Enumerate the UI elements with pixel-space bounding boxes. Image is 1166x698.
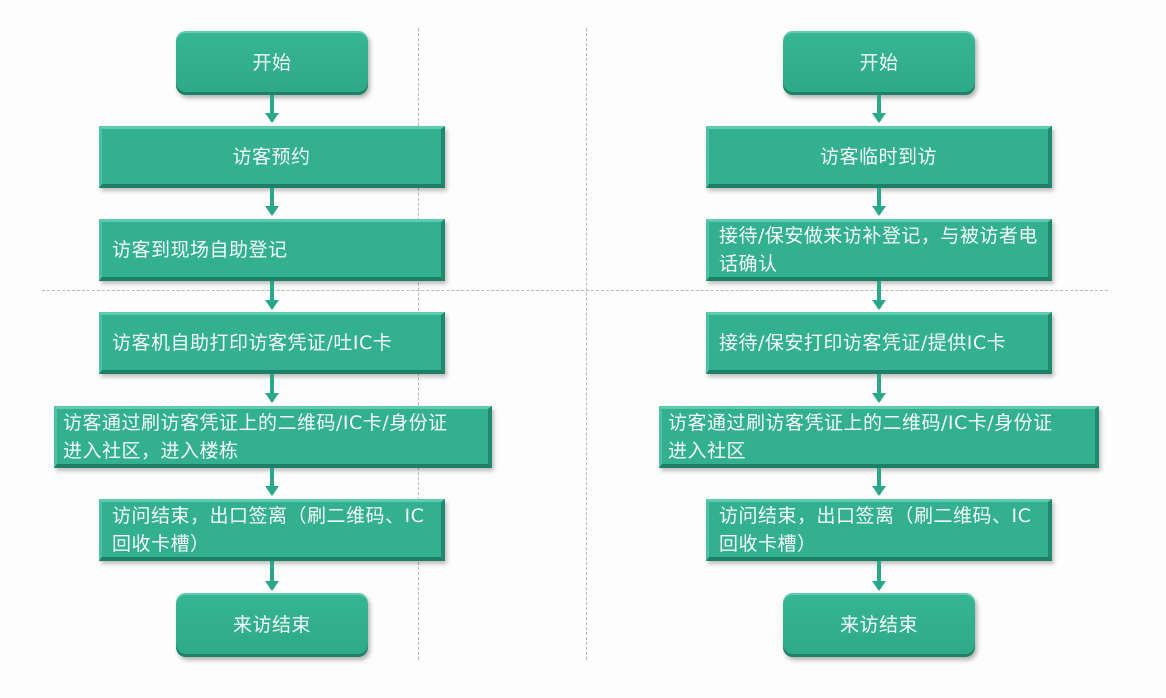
right-step-guard-register: 接待/保安做来访补登记，与被访者电话确认 [706,219,1052,281]
node-label: 访客预约 [232,145,311,168]
node-label: 访客通过刷访客凭证上的二维码/IC卡/身份证进入社区 [668,411,1053,462]
left-step-enter-community: 访客通过刷访客凭证上的二维码/IC卡/身份证进入社区，进入楼栋 [54,406,492,468]
node-label: 来访结束 [232,614,311,636]
left-step-print-voucher: 访客机自助打印访客凭证/吐IC卡 [99,312,445,374]
arrow-icon [265,561,279,591]
arrow-icon [872,188,886,216]
left-end-node: 来访结束 [176,593,368,657]
right-step-enter-community: 访客通过刷访客凭证上的二维码/IC卡/身份证进入社区 [659,406,1099,468]
node-label: 访客机自助打印访客凭证/吐IC卡 [112,331,393,354]
arrow-icon [872,281,886,310]
node-label: 访问结束，出口签离（刷二维码、IC回收卡槽） [719,504,1032,555]
right-step-print-voucher: 接待/保安打印访客凭证/提供IC卡 [706,312,1052,374]
node-label: 访客临时到访 [819,145,937,168]
arrow-icon [265,281,279,310]
arrow-icon [872,95,886,123]
arrow-icon [265,95,279,123]
arrow-icon [872,374,886,403]
arrow-icon [265,374,279,403]
node-label: 访客到现场自助登记 [112,238,288,261]
right-step-walkin: 访客临时到访 [706,126,1052,188]
node-label: 开始 [859,52,899,74]
arrow-icon [872,468,886,496]
left-step-appointment: 访客预约 [99,126,445,188]
right-step-exit-signout: 访问结束，出口签离（刷二维码、IC回收卡槽） [706,499,1052,561]
left-step-self-register: 访客到现场自助登记 [99,219,445,281]
node-label: 接待/保安做来访补登记，与被访者电话确认 [719,224,1038,275]
arrow-icon [872,561,886,591]
left-step-exit-signout: 访问结束，出口签离（刷二维码、IC回收卡槽） [99,499,445,561]
node-label: 访客通过刷访客凭证上的二维码/IC卡/身份证进入社区，进入楼栋 [63,411,448,462]
guide-line-vertical-right [586,28,587,660]
right-end-node: 来访结束 [783,593,975,657]
node-label: 接待/保安打印访客凭证/提供IC卡 [719,331,1007,354]
right-start-node: 开始 [783,31,975,95]
guide-line-horizontal [42,290,1108,291]
node-label: 开始 [252,52,292,74]
node-label: 来访结束 [839,614,918,636]
left-start-node: 开始 [176,31,368,95]
node-label: 访问结束，出口签离（刷二维码、IC回收卡槽） [112,504,425,555]
arrow-icon [265,188,279,216]
arrow-icon [265,468,279,496]
